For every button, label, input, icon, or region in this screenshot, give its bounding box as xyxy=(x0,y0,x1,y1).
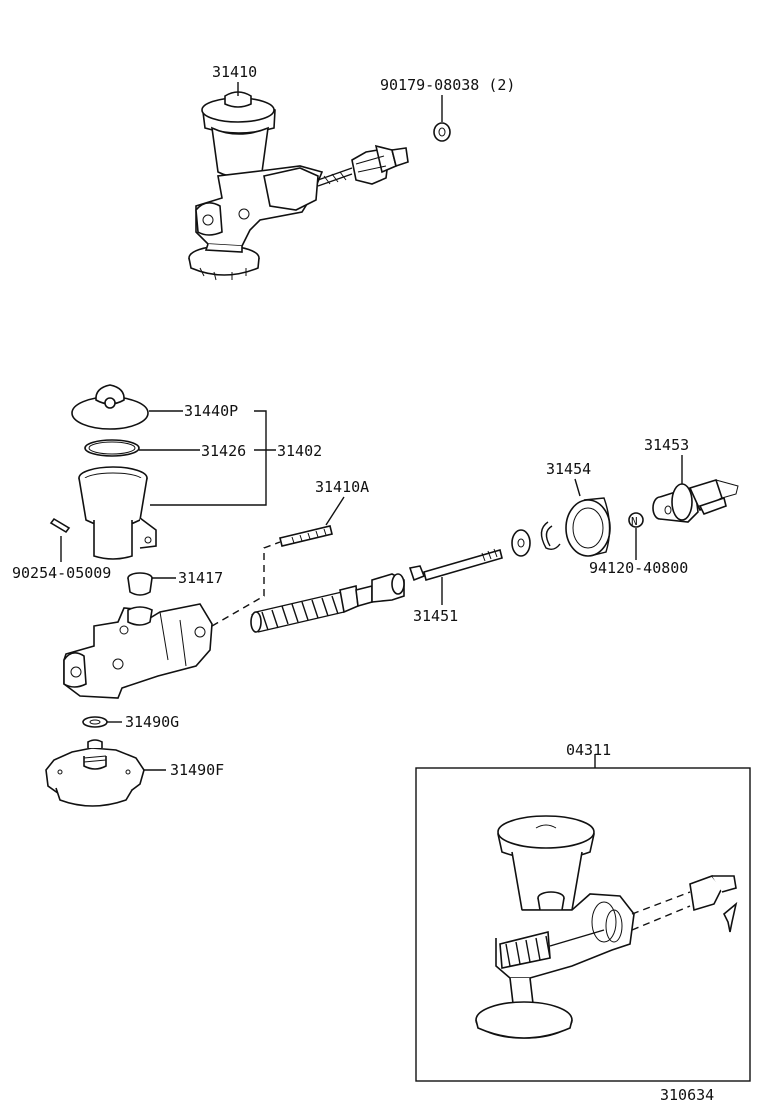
label-31410: 31410 xyxy=(212,63,257,81)
drawing-number: 310634 xyxy=(660,1086,714,1104)
label-94120-40800: 94120-40800 xyxy=(589,559,688,577)
snap-ring-part xyxy=(540,521,561,551)
label-31490g: 31490G xyxy=(125,713,179,731)
repair-kit-box xyxy=(415,767,751,1082)
label-31490f: 31490F xyxy=(170,761,224,779)
label-31417: 31417 xyxy=(178,569,223,587)
leader-lines xyxy=(60,82,683,771)
master-cylinder-assembly xyxy=(188,91,409,281)
pin-part xyxy=(49,517,71,534)
reservoir-cap-part xyxy=(71,384,149,430)
label-31440p: 31440P xyxy=(184,402,238,420)
label-31454: 31454 xyxy=(546,460,591,478)
label-31453: 31453 xyxy=(644,436,689,454)
label-31426: 31426 xyxy=(201,442,246,460)
washer-part xyxy=(511,529,531,557)
label-31410a: 31410A xyxy=(315,478,369,496)
label-04311: 04311 xyxy=(566,741,611,759)
gasket-part xyxy=(82,716,108,728)
label-31402: 31402 xyxy=(277,442,322,460)
svg-text:N: N xyxy=(631,515,638,528)
label-90179-08038: 90179-08038 (2) xyxy=(380,76,515,94)
boot-part xyxy=(565,497,611,557)
spring-piston-part xyxy=(250,573,405,633)
rod-part xyxy=(279,525,333,547)
push-rod-part xyxy=(408,548,503,582)
nut-part: N xyxy=(628,512,644,528)
label-31451: 31451 xyxy=(413,607,458,625)
cylinder-body-part xyxy=(63,603,213,699)
flange-part xyxy=(45,739,145,807)
clip-part xyxy=(433,122,451,142)
cap-gasket-part xyxy=(84,439,140,457)
reservoir-part xyxy=(78,466,157,560)
label-90254-05009: 90254-05009 xyxy=(12,564,111,582)
clevis-part xyxy=(652,479,739,523)
grommet-part xyxy=(127,572,153,596)
